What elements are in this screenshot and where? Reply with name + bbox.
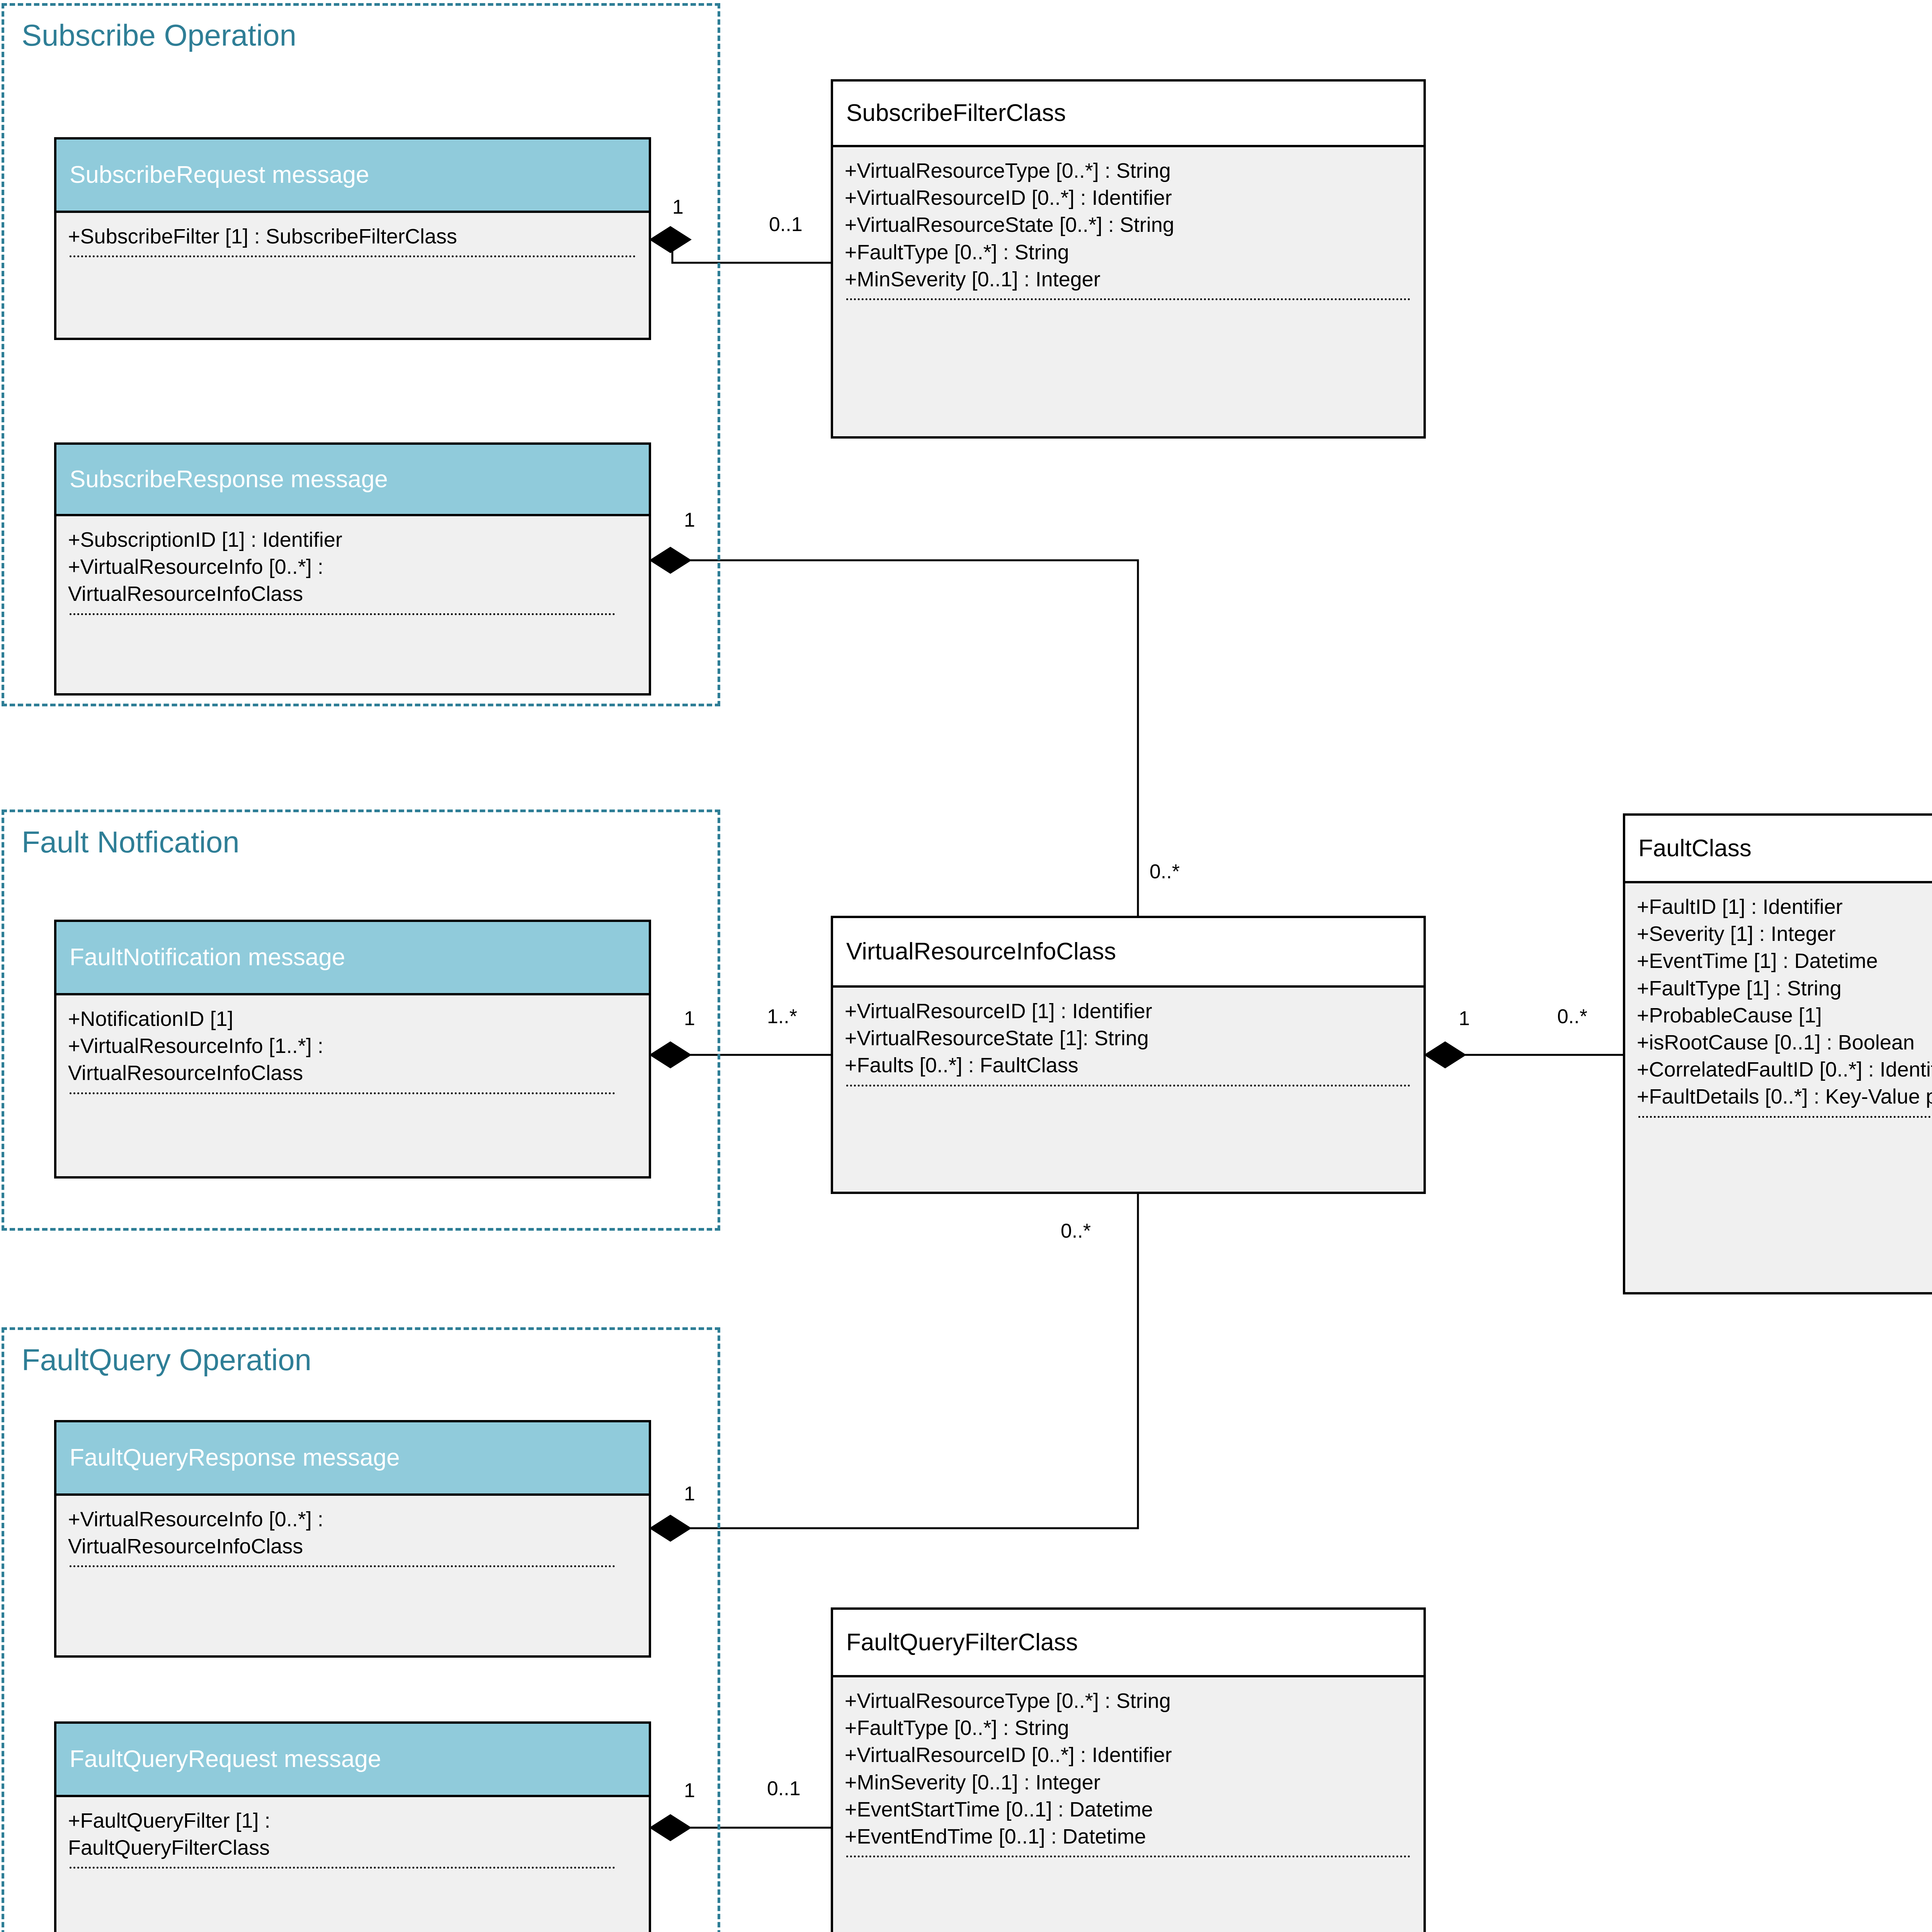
attribute-row: +VirtualResourceState [1]: String (845, 1027, 1149, 1050)
multiplicity-label: 1 (672, 196, 684, 218)
class-box-fault-query-response[interactable]: FaultQueryResponse message +VirtualResou… (54, 1420, 651, 1658)
multiplicity-label: 0..1 (767, 1777, 801, 1800)
multiplicity-label: 1..* (767, 1005, 798, 1028)
class-box-attributes: +NotificationID [1] +VirtualResourceInfo… (56, 995, 628, 1094)
attribute-divider (70, 255, 636, 258)
attribute-row: +VirtualResourceInfo [0..*] : VirtualRes… (68, 1508, 323, 1558)
attribute-divider (846, 298, 1410, 300)
attribute-row: +VirtualResourceType [0..*] : String (845, 1689, 1171, 1713)
package-fault-query-operation (2, 1327, 720, 1932)
multiplicity-label: 0..1 (769, 213, 803, 236)
package-title-fault-notification: Fault Notfication (22, 825, 240, 859)
class-box-title: FaultQueryFilterClass (846, 1629, 1078, 1656)
class-box-attributes: +VirtualResourceID [1] : Identifier +Vir… (833, 988, 1423, 1087)
attribute-row: +MinSeverity [0..1] : Integer (845, 267, 1100, 291)
attribute-row: +SubscribeFilter [1] : SubscribeFilterCl… (68, 225, 457, 248)
attribute-divider (846, 1084, 1410, 1087)
class-box-header: FaultNotification message (56, 922, 649, 995)
class-box-title: SubscribeRequest message (70, 162, 369, 189)
class-box-header: FaultQueryResponse message (56, 1422, 649, 1496)
attribute-row: +EventEndTime [0..1] : Datetime (845, 1825, 1146, 1848)
class-box-attributes: +VirtualResourceType [0..*] : String +Vi… (833, 147, 1423, 300)
attribute-row: +VirtualResourceInfo [0..*] : VirtualRes… (68, 555, 323, 606)
class-box-fault-query-filter-class[interactable]: FaultQueryFilterClass +VirtualResourceTy… (831, 1607, 1426, 1932)
attribute-row: +EventTime [1] : Datetime (1637, 949, 1878, 973)
attribute-divider (1638, 1116, 1932, 1118)
multiplicity-label: 0..* (1150, 861, 1180, 883)
class-box-title: SubscribeResponse message (70, 466, 388, 493)
class-box-subscribe-response[interactable]: SubscribeResponse message +SubscriptionI… (54, 442, 651, 696)
class-box-header: FaultClass (1625, 816, 1932, 883)
class-box-header: SubscribeFilterClass (833, 82, 1423, 147)
package-subscribe-operation (2, 3, 720, 706)
class-box-attributes: +VirtualResourceInfo [0..*] : VirtualRes… (56, 1496, 628, 1568)
class-box-subscribe-filter-class[interactable]: SubscribeFilterClass +VirtualResourceTyp… (831, 79, 1426, 439)
attribute-divider (70, 1092, 615, 1094)
attribute-row: +FaultType [1] : String (1637, 976, 1842, 1000)
attribute-row: +VirtualResourceID [1] : Identifier (845, 1000, 1152, 1023)
attribute-row: +FaultID [1] : Identifier (1637, 895, 1843, 918)
class-box-attributes: +SubscribeFilter [1] : SubscribeFilterCl… (56, 213, 649, 258)
attribute-divider (70, 613, 615, 615)
attribute-row: +ProbableCause [1] (1637, 1003, 1822, 1027)
attribute-row: +FaultType [0..*] : String (845, 1716, 1069, 1740)
attribute-row: +FaultType [0..*] : String (845, 240, 1069, 264)
multiplicity-label: 1 (684, 1483, 695, 1505)
class-box-header: SubscribeRequest message (56, 139, 649, 213)
attribute-row: +MinSeverity [0..1] : Integer (845, 1770, 1100, 1794)
class-box-title: FaultClass (1638, 835, 1752, 862)
attribute-row: +FaultQueryFilter [1] : FaultQueryFilter… (68, 1809, 270, 1860)
attribute-row: +NotificationID [1] (68, 1007, 233, 1031)
attribute-row: +VirtualResourceID [0..*] : Identifier (845, 1743, 1172, 1767)
class-box-title: FaultNotification message (70, 944, 345, 971)
class-box-header: VirtualResourceInfoClass (833, 918, 1423, 988)
class-box-attributes: +SubscriptionID [1] : Identifier +Virtua… (56, 516, 628, 615)
class-box-attributes: +FaultQueryFilter [1] : FaultQueryFilter… (56, 1797, 628, 1869)
package-fault-notification (2, 810, 720, 1231)
attribute-row: +Faults [0..*] : FaultClass (845, 1054, 1078, 1077)
attribute-divider (846, 1855, 1410, 1858)
class-box-subscribe-request[interactable]: SubscribeRequest message +SubscribeFilte… (54, 137, 651, 340)
class-box-attributes: +VirtualResourceType [0..*] : String +Fa… (833, 1677, 1423, 1858)
class-box-fault-class[interactable]: FaultClass +FaultID [1] : Identifier +Se… (1623, 813, 1932, 1294)
class-box-virtual-resource-info-class[interactable]: VirtualResourceInfoClass +VirtualResourc… (831, 916, 1426, 1194)
class-box-title: FaultQueryResponse message (70, 1444, 400, 1471)
package-title-fault-query-operation: FaultQuery Operation (22, 1343, 312, 1377)
attribute-divider (70, 1565, 615, 1568)
class-box-fault-query-request[interactable]: FaultQueryRequest message +FaultQueryFil… (54, 1721, 651, 1932)
attribute-row: +VirtualResourceState [0..*] : String (845, 213, 1174, 237)
multiplicity-label: 0..* (1061, 1220, 1091, 1242)
class-box-title: SubscribeFilterClass (846, 100, 1066, 127)
multiplicity-label: 1 (684, 1007, 695, 1030)
attribute-row: +FaultDetails [0..*] : Key-Value pairs (1637, 1085, 1932, 1109)
multiplicity-label: 1 (1459, 1007, 1470, 1030)
class-box-header: FaultQueryFilterClass (833, 1610, 1423, 1677)
attribute-row: +VirtualResourceID [0..*] : Identifier (845, 186, 1172, 210)
multiplicity-label: 0..* (1557, 1005, 1588, 1028)
attribute-row: +isRootCause [0..1] : Boolean (1637, 1031, 1915, 1054)
class-box-header: SubscribeResponse message (56, 445, 649, 516)
attribute-row: +VirtualResourceType [0..*] : String (845, 159, 1171, 182)
package-title-subscribe-operation: Subscribe Operation (22, 18, 297, 52)
attribute-divider (70, 1867, 615, 1869)
class-box-title: FaultQueryRequest message (70, 1746, 381, 1773)
multiplicity-label: 1 (684, 509, 695, 531)
attribute-row: +CorrelatedFaultID [0..*] : Identifier (1637, 1058, 1932, 1082)
attribute-row: +SubscriptionID [1] : Identifier (68, 528, 342, 551)
attribute-row: +VirtualResourceInfo [1..*] : VirtualRes… (68, 1034, 323, 1085)
class-box-header: FaultQueryRequest message (56, 1724, 649, 1797)
class-box-title: VirtualResourceInfoClass (846, 938, 1116, 965)
class-box-fault-notification[interactable]: FaultNotification message +NotificationI… (54, 920, 651, 1179)
attribute-row: +EventStartTime [0..1] : Datetime (845, 1798, 1153, 1821)
multiplicity-label: 1 (684, 1779, 695, 1802)
attribute-row: +Severity [1] : Integer (1637, 922, 1836, 946)
class-box-attributes: +FaultID [1] : Identifier +Severity [1] … (1625, 883, 1932, 1118)
